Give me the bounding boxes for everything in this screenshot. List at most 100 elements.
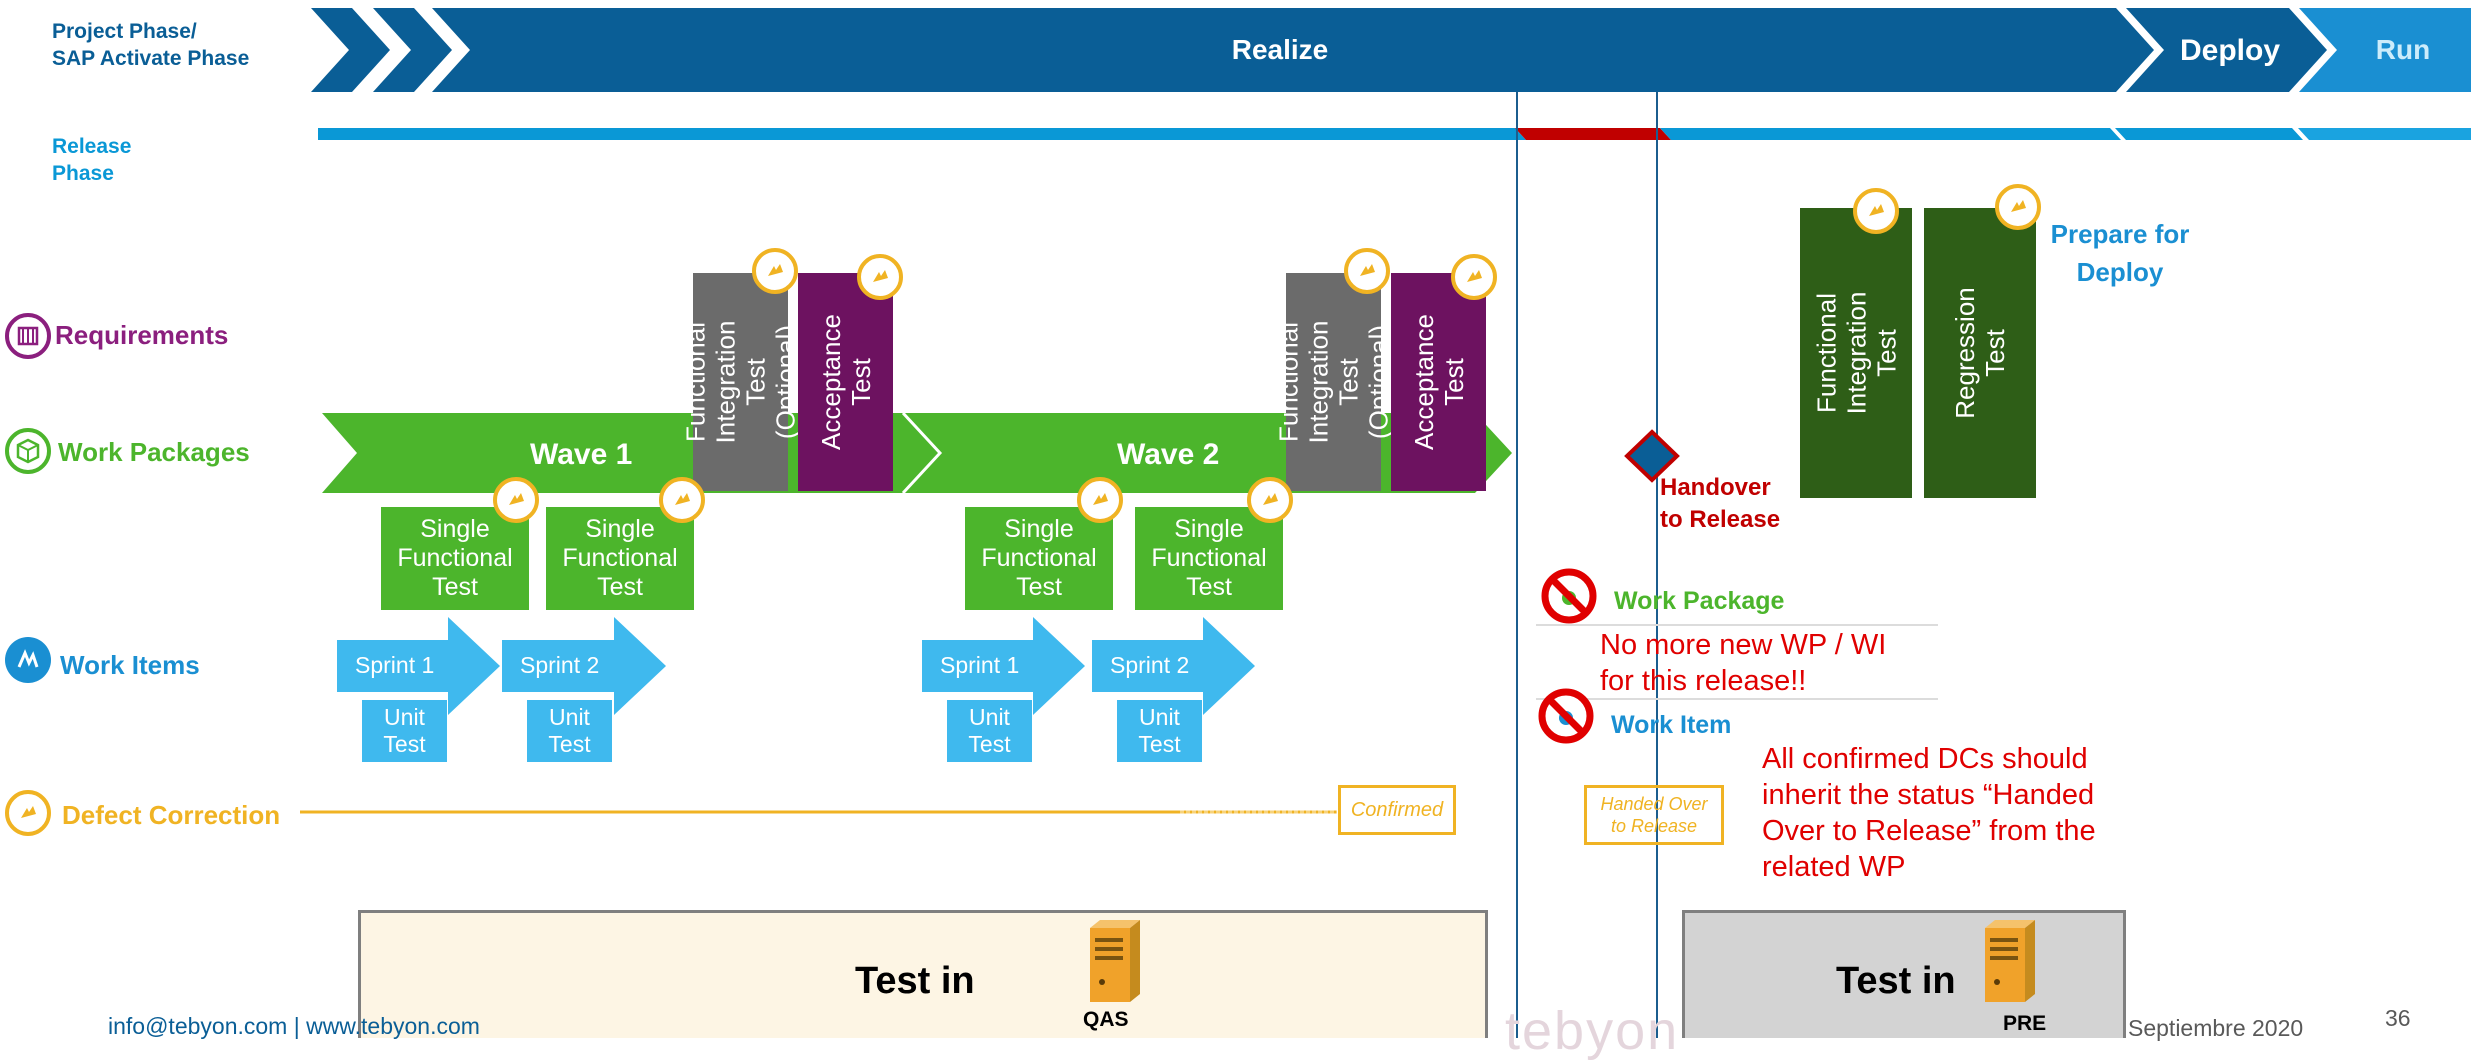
defect-icon: [1869, 204, 1884, 216]
prepare-for-deploy: Prepare for Deploy: [2050, 219, 2190, 287]
work-items-label: Work Items: [60, 650, 200, 680]
deploy-release-label: Deploy: [2190, 148, 2290, 184]
build-start-line: [1516, 92, 1518, 1038]
build-label: Build: [1559, 146, 1641, 187]
wi-note-line: [1536, 698, 1938, 700]
project-phase-bar: [311, 8, 2471, 140]
sprint-1-label-wave-2: Sprint 1: [940, 652, 1020, 678]
fit-test-phase: Functional Integration Test: [1800, 208, 1912, 498]
test-in-pre-box: [1682, 910, 2126, 1038]
run-chevron: [2299, 8, 2471, 92]
work-packages-icon: [5, 428, 51, 474]
work-items-icon: [5, 637, 51, 683]
dc-badge-sft-4: [1247, 477, 1293, 523]
work-item-note: Work Item: [1611, 711, 1732, 739]
project-chevron-2: [373, 8, 452, 92]
handed-over-status-box: Handed Over to Release: [1584, 785, 1724, 845]
wave-separator: [901, 411, 943, 495]
work-packages-label: Work Packages: [58, 437, 250, 467]
dc-badge-acc-2: [1451, 254, 1497, 300]
wave-1-label: Wave 1: [530, 438, 633, 471]
test-chevron: [1660, 128, 2121, 140]
sft-2-wave-1: Single Functional Test: [546, 507, 694, 610]
footer-date: Septiembre 2020: [2128, 1015, 2304, 1041]
defect-icon: [1093, 493, 1108, 505]
inherit-status-note: All confirmed DCs should inherit the sta…: [1762, 743, 2096, 883]
dc-badge-fit-2: [1344, 248, 1390, 294]
project-chevron-1: [311, 8, 390, 92]
sprint-2-wave-2: [1092, 617, 1255, 715]
unit-test-2-wave-1: Unit Test: [527, 700, 612, 762]
sprint-1-label-wave-1: Sprint 1: [355, 652, 435, 678]
qas-label: QAS: [1083, 1008, 1129, 1031]
deploy-top-label: Deploy: [2179, 34, 2281, 67]
fit-optional-wave-1: Functional Integration Test (Optional): [681, 273, 801, 491]
wp-note-line: [1536, 624, 1938, 626]
qas-server-icon: [1080, 920, 1150, 1005]
watermark-logo: tebyon: [1505, 1001, 1680, 1061]
unit-test-1-wave-1: Unit Test: [362, 700, 447, 762]
unit-test-2-wave-2: Unit Test: [1117, 700, 1202, 762]
no-more-wp-note: No more new WP / WI for this release!!: [1600, 629, 1887, 697]
wave-2-label: Wave 2: [1117, 438, 1220, 471]
dc-badge-regression: [1995, 184, 2041, 230]
defect-correction-icon: [5, 790, 51, 836]
regression-test-phase: Regression Test: [1924, 208, 2036, 498]
defect-icon: [873, 270, 888, 282]
pre-server-icon: [1975, 920, 2045, 1005]
deploy-top-chevron: [2126, 8, 2327, 92]
footer-contact[interactable]: info@tebyon.com | www.tebyon.com: [108, 1013, 480, 1039]
requirements-icon: [5, 313, 51, 359]
test-in-qas-box: [358, 910, 1488, 1038]
prepare-label: Prepare: [855, 146, 985, 187]
dc-badge-sft-3: [1077, 477, 1123, 523]
acceptance-test-wave-2: Acceptance Test: [1391, 273, 1486, 491]
sprint-2-label-wave-2: Sprint 2: [1110, 652, 1190, 678]
test-in-pre-label: Test in: [1836, 960, 1956, 1002]
sprint-1-wave-1: [337, 617, 500, 715]
defect-icon: [509, 493, 524, 505]
dc-badge-sft-2: [659, 477, 705, 523]
pre-label: PRE: [2003, 1012, 2047, 1035]
deploy-release-chevron: [2115, 128, 2303, 140]
dc-badge-sft-1: [493, 477, 539, 523]
dc-badge-fit-1: [752, 248, 798, 294]
dc-badge-acc-1: [857, 254, 903, 300]
build-chevron: [1515, 128, 1671, 140]
dc-badge-fit-phase: [1853, 188, 1899, 234]
test-in-qas-label: Test in: [855, 960, 975, 1002]
sprint-2-wave-1: [502, 617, 666, 715]
sft-2-wave-2: Single Functional Test: [1135, 507, 1283, 610]
defect-icon: [768, 264, 783, 276]
defect-correction-label: Defect Correction: [62, 800, 281, 830]
requirements-label: Requirements: [55, 320, 229, 350]
sprint-2-label-wave-1: Sprint 2: [520, 652, 600, 678]
hypercare-chevron: [2298, 128, 2471, 140]
fit-optional-wave-2: Functional Integration Test (Optional): [1274, 273, 1394, 491]
run-label: Run: [2375, 34, 2431, 65]
acceptance-test-wave-1: Acceptance Test: [798, 273, 893, 491]
defect-icon: [2011, 200, 2026, 212]
realize-chevron: [432, 8, 2154, 92]
sft-1-wave-1: Single Functional Test: [381, 507, 529, 610]
handover-diamond: [1624, 429, 1680, 483]
page-number: 36: [2385, 1005, 2411, 1031]
realize-label: Realize: [1231, 34, 1329, 65]
test-label: Test: [1866, 146, 1934, 187]
work-package-note: Work Package: [1614, 587, 1785, 615]
no-wi-icon: [1538, 688, 1594, 744]
defect-icon: [1467, 270, 1482, 282]
hypercare-label: Hypercare: [2330, 150, 2460, 181]
defect-icon: [1360, 264, 1375, 276]
prepare-bar: [318, 128, 1526, 140]
project-phase-label: Project Phase/ SAP Activate Phase: [52, 20, 250, 70]
defect-icon: [1263, 493, 1278, 505]
confirmed-status-box: Confirmed: [1338, 785, 1456, 835]
sprint-1-wave-2: [922, 617, 1085, 715]
build-end-line: [1656, 92, 1658, 1038]
handover-label: Handover to Release: [1660, 474, 1781, 533]
unit-test-1-wave-2: Unit Test: [947, 700, 1032, 762]
no-wp-icon: [1541, 568, 1597, 624]
release-phase-label: Release Phase: [52, 135, 132, 185]
sft-1-wave-2: Single Functional Test: [965, 507, 1113, 610]
